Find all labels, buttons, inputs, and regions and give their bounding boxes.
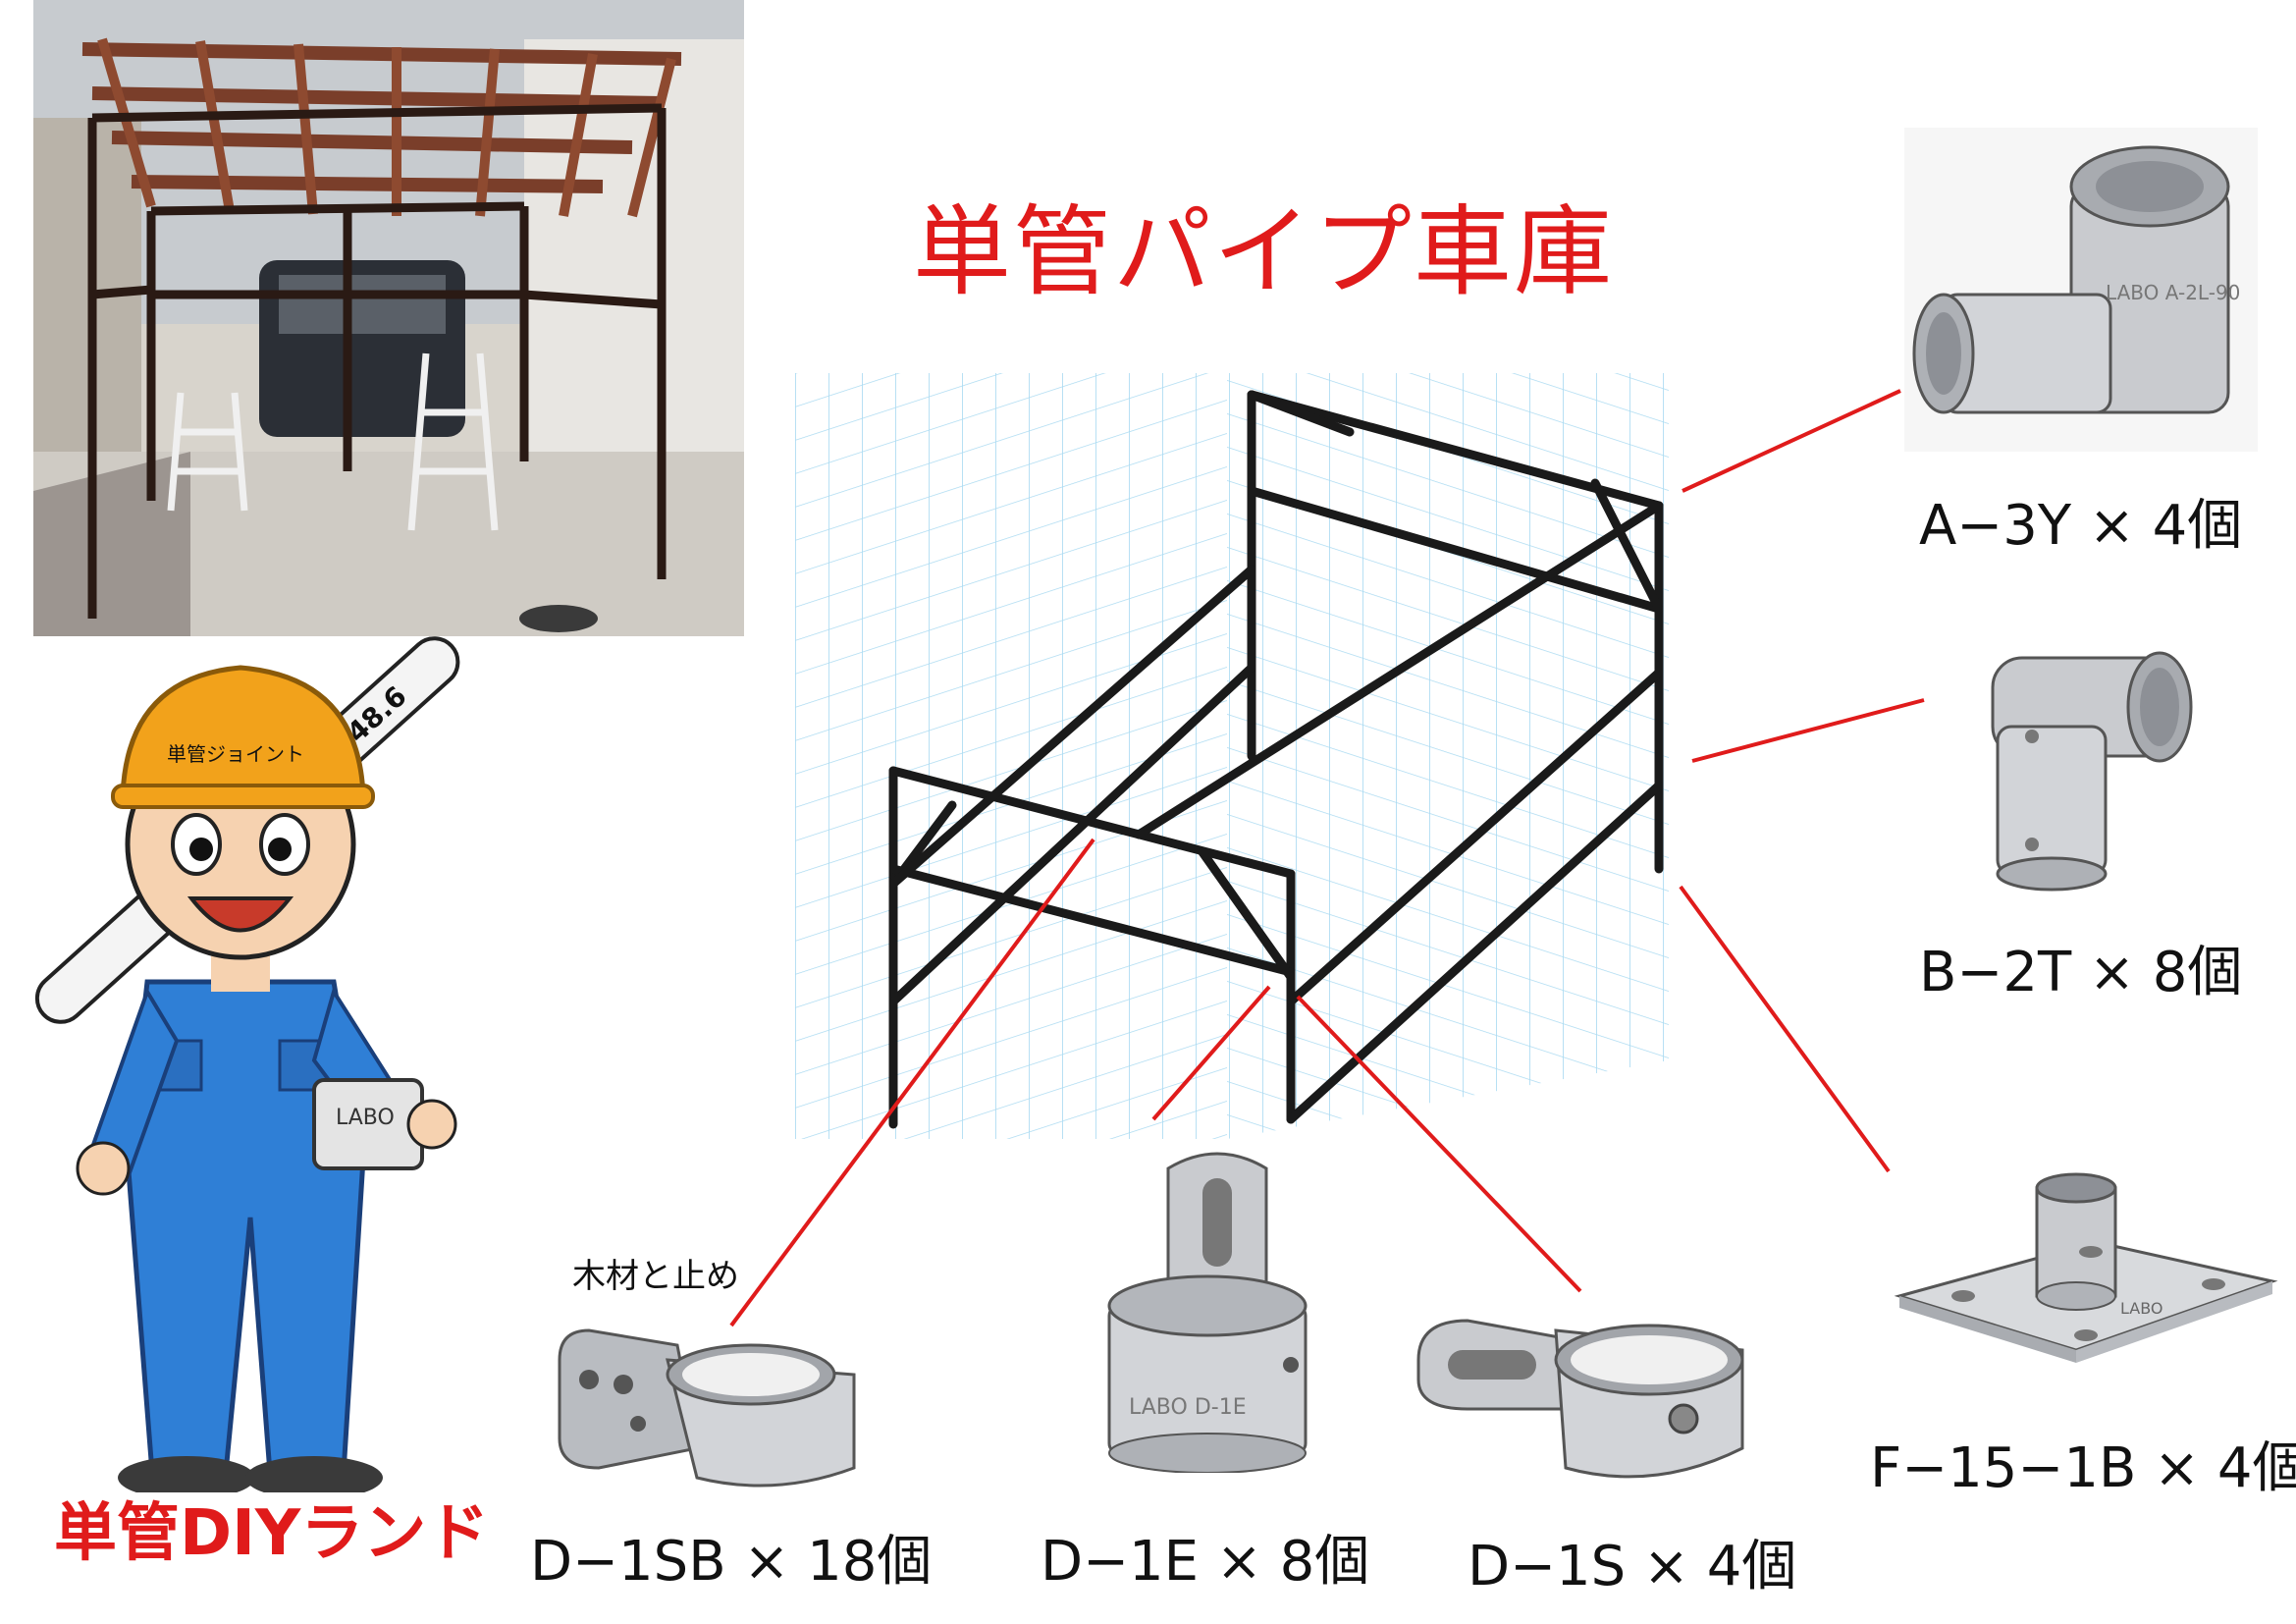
part-label-f151b: F−15−1B × 4個 [1870,1436,2296,1500]
part-label-d1e: D−1E × 8個 [1041,1530,1370,1594]
part-label-d1s: D−1S × 4個 [1468,1535,1797,1598]
page-title: 単管パイプ車庫 [913,194,1614,309]
frame-sketch [795,373,1669,1139]
a3y-stamp: LABO A-2L-90 [2106,281,2240,304]
note-wood-fixing: 木材と止め [572,1257,739,1296]
part-label-a3y: A−3Y × 4個 [1919,494,2243,558]
part-label-d1sb: D−1SB × 18個 [530,1530,933,1594]
part-d1s-image [1416,1319,1744,1479]
part-d1sb-image [558,1328,856,1488]
helmet-label: 単管ジョイント [167,742,304,766]
part-f151b-image: LABO [1894,1172,2278,1363]
f151b-stamp: LABO [2120,1299,2163,1318]
part-b2t-image [1991,651,2193,892]
mascot-caption: 単管DIYランド [54,1497,490,1570]
part-a3y-image: LABO A-2L-90 [1904,128,2258,452]
mascot-illustration: PIPE-48.6 LABO 単管ジョイント [34,636,460,1492]
joint-label: LABO [336,1106,395,1130]
part-label-b2t: B−2T × 8個 [1919,941,2243,1004]
part-d1e-image: LABO D-1E [1107,1152,1308,1473]
carport-photo [33,0,744,636]
d1e-stamp: LABO D-1E [1129,1395,1247,1420]
